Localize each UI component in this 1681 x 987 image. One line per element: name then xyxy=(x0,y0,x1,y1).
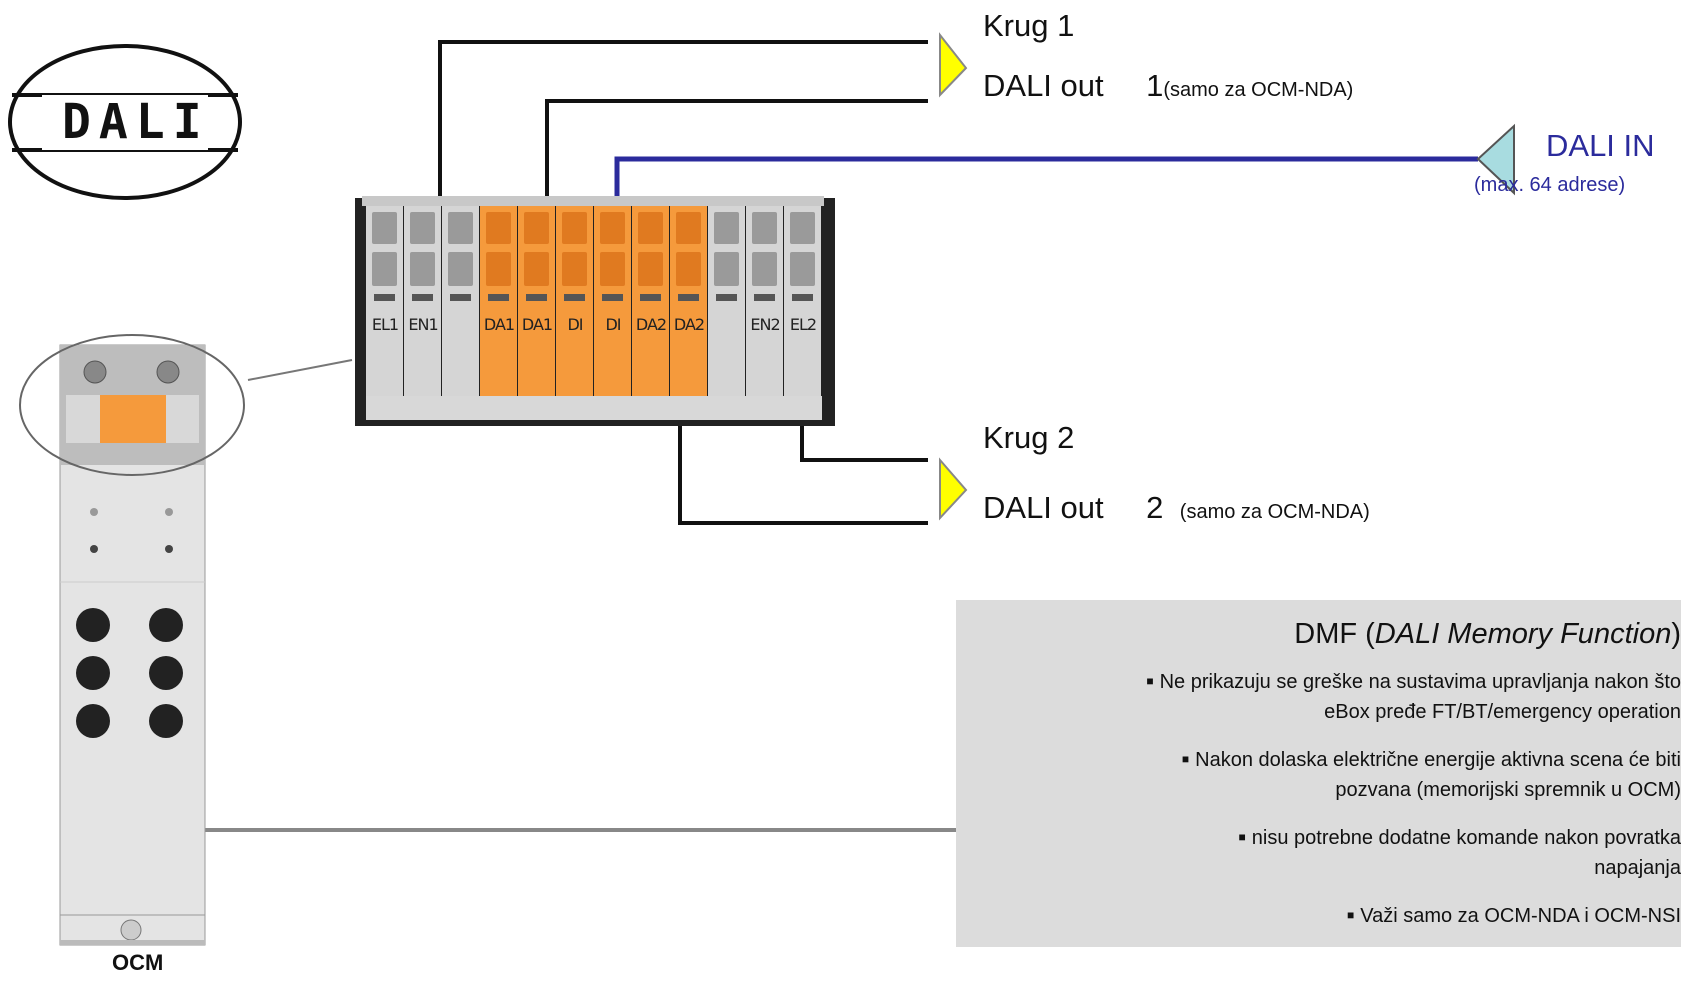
terminal-label: DA1 xyxy=(521,315,553,334)
terminal-slot xyxy=(372,212,397,244)
terminal-slot xyxy=(752,212,777,244)
terminal-marker xyxy=(792,294,813,301)
arrow-dali-in xyxy=(1476,123,1515,196)
dali-out2-num: 2 xyxy=(1146,490,1164,525)
terminal-label: DI xyxy=(605,315,621,334)
ocm-label: OCM xyxy=(112,950,164,975)
terminal-label: DA2 xyxy=(635,315,667,334)
terminal-slot xyxy=(524,212,549,244)
wire-dali-out1 xyxy=(545,99,928,198)
krug1-label: Krug 1 xyxy=(983,8,1075,43)
dali-out2-note: (samo za OCM-NDA) xyxy=(1179,501,1370,523)
terminal-slot xyxy=(600,252,625,286)
terminal-label: DA1 xyxy=(483,315,515,334)
dmf-item-2: ■Nakon dolaska električne energije aktiv… xyxy=(1181,749,1681,801)
dali-logo xyxy=(8,44,242,200)
zoom-ellipse xyxy=(19,334,245,476)
terminal-marker xyxy=(450,294,471,301)
wire-dali-in xyxy=(614,156,1478,198)
terminal-marker xyxy=(526,294,547,301)
ocm-device xyxy=(19,334,245,946)
terminal-slot xyxy=(714,212,739,244)
terminal-marker xyxy=(716,294,737,301)
dali-out2-label: DALI out 2 (samo za OCM-NDA) xyxy=(983,490,1370,526)
dmf-item-4: ■Važi samo za OCM-NDA i OCM-NSI xyxy=(1346,905,1681,927)
terminal-slot xyxy=(676,252,701,286)
terminal-slot xyxy=(524,252,549,286)
terminal-block xyxy=(355,196,835,426)
terminal-marker xyxy=(564,294,585,301)
dali-logo-text: DALI xyxy=(62,94,210,150)
dmf-title: DMF (DALI Memory Function) xyxy=(1294,618,1681,651)
arrow-out2 xyxy=(939,457,968,521)
dmf-title-em: DALI Memory Function xyxy=(1374,618,1672,650)
terminal-label: DA2 xyxy=(673,315,705,334)
terminal-marker xyxy=(374,294,395,301)
terminal-slot xyxy=(410,252,435,286)
terminal-label: EL1 xyxy=(371,315,399,334)
zoom-connector xyxy=(247,359,353,381)
terminal-slot xyxy=(676,212,701,244)
terminal-slot xyxy=(448,252,473,286)
dali-in-sub: (max. 64 adrese) xyxy=(1474,174,1626,196)
dali-out1-text: DALI out xyxy=(983,68,1104,103)
wire-krug2 xyxy=(800,425,928,462)
terminal-marker xyxy=(678,294,699,301)
terminal-slot xyxy=(790,212,815,244)
terminal-slot xyxy=(486,252,511,286)
terminal-label: EN2 xyxy=(750,315,780,334)
dali-out1-label: DALI out 1(samo za OCM-NDA) xyxy=(983,68,1353,104)
dmf-title-post: ) xyxy=(1671,618,1681,650)
terminal-label: EN1 xyxy=(408,315,438,334)
dali-in-label: DALI IN xyxy=(1546,128,1655,163)
terminal-slot xyxy=(448,212,473,244)
terminal-slot xyxy=(600,212,625,244)
terminal-labels: EL1 EN1 DA1 DA1 DI DI DA2 DA2 EN2 EL2 xyxy=(366,315,822,339)
terminal-marker xyxy=(754,294,775,301)
arrow-out1 xyxy=(939,32,968,98)
dmf-item-1: ■Ne prikazuju se greške na sustavima upr… xyxy=(1146,671,1681,723)
terminal-marker xyxy=(640,294,661,301)
terminal-marker xyxy=(602,294,623,301)
terminal-marker xyxy=(488,294,509,301)
terminal-slot xyxy=(486,212,511,244)
terminal-slot xyxy=(638,212,663,244)
dali-out2-text: DALI out xyxy=(983,490,1104,525)
terminal-slot xyxy=(562,212,587,244)
terminal-slot xyxy=(790,252,815,286)
terminal-slot xyxy=(638,252,663,286)
dali-out1-num: 1 xyxy=(1146,68,1164,103)
wire-dali-out2 xyxy=(678,425,928,525)
dali-out1-note: (samo za OCM-NDA) xyxy=(1163,79,1354,101)
wire-krug1 xyxy=(438,40,928,198)
terminal-slot xyxy=(372,252,397,286)
wires xyxy=(128,40,1478,838)
terminal-label: EL2 xyxy=(789,315,817,334)
terminal-slot xyxy=(752,252,777,286)
terminal-slot xyxy=(714,252,739,286)
krug2-label: Krug 2 xyxy=(983,420,1075,455)
dmf-panel: DMF (DALI Memory Function) ■Ne prikazuju… xyxy=(956,600,1681,947)
dmf-item-3: ■nisu potrebne dodatne komande nakon pov… xyxy=(1238,827,1681,879)
terminal-slot xyxy=(562,252,587,286)
terminal-marker xyxy=(412,294,433,301)
terminal-slot xyxy=(410,212,435,244)
dmf-title-pre: DMF ( xyxy=(1294,618,1375,650)
terminal-label: DI xyxy=(567,315,583,334)
